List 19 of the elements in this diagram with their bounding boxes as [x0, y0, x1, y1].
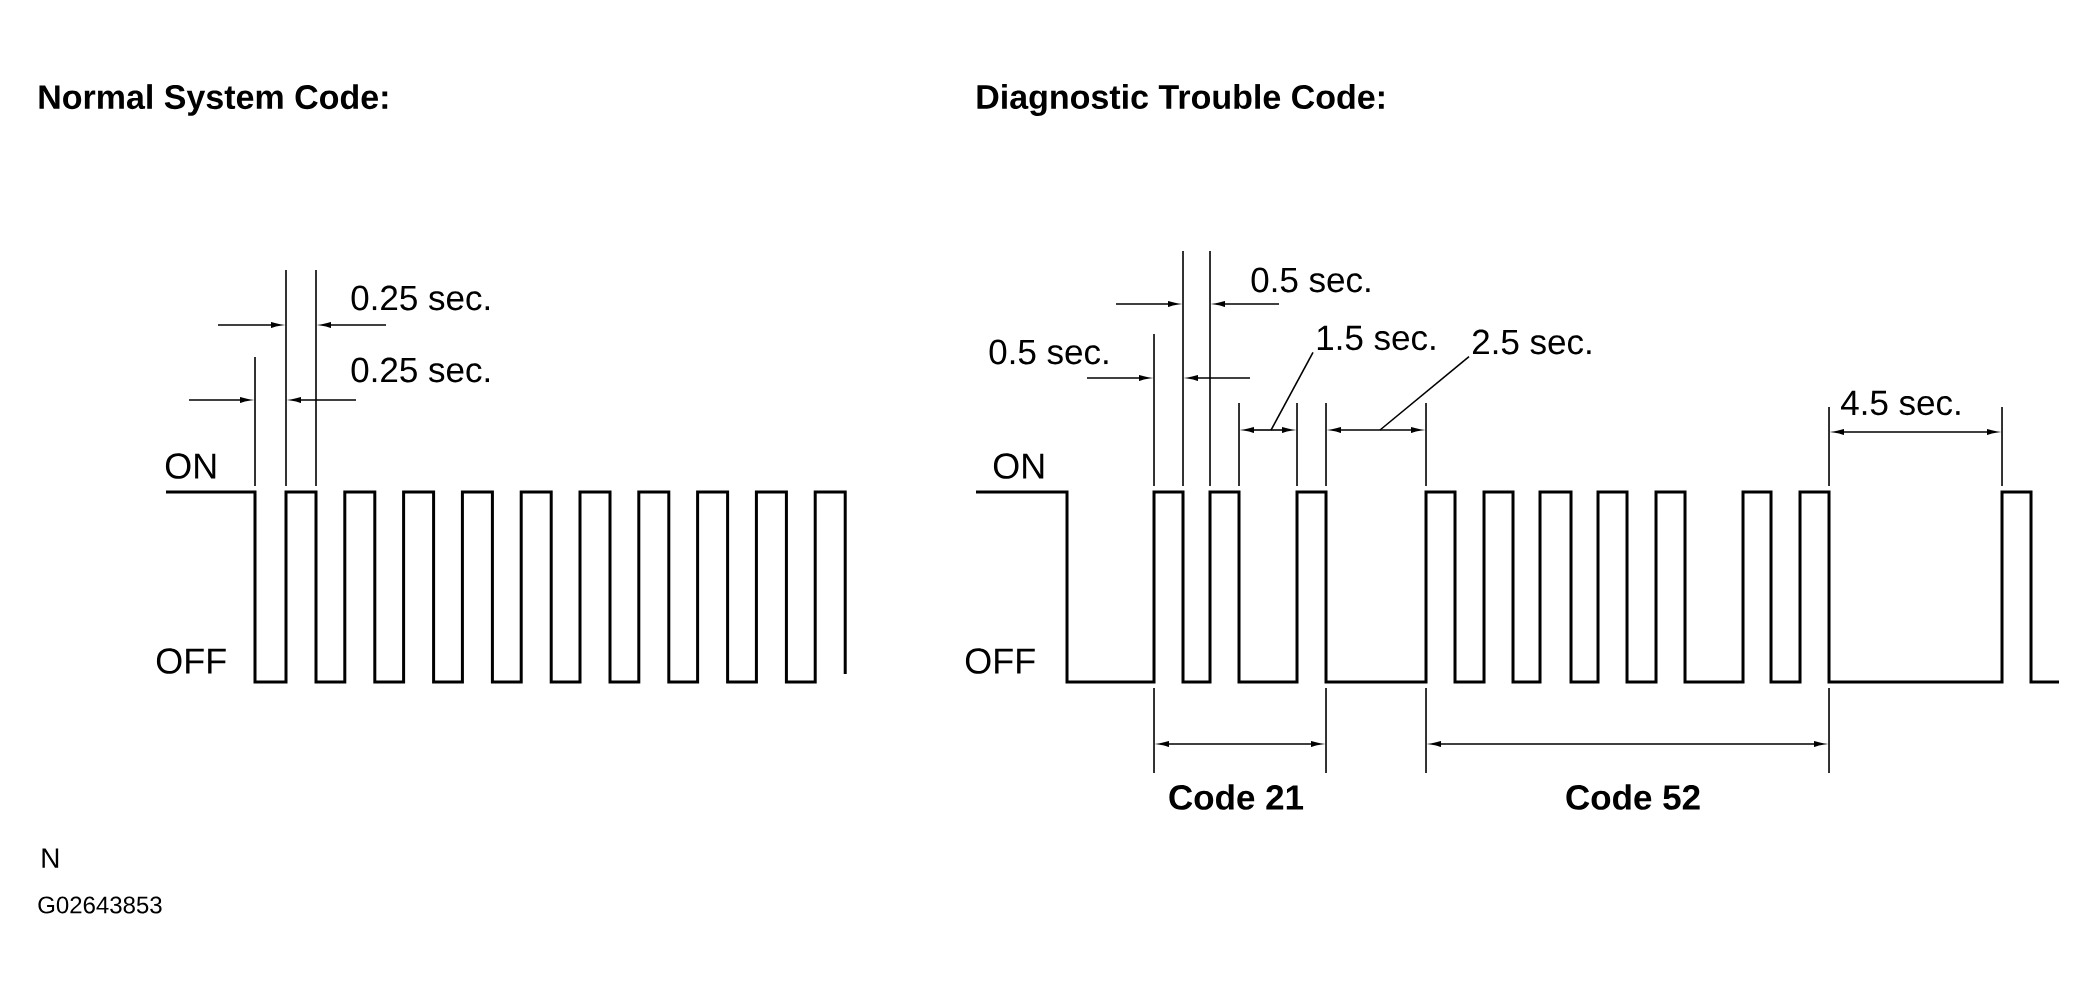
level-label: OFF — [156, 648, 226, 674]
code-label: Code 21 — [1169, 784, 1304, 810]
dimension-label: 0.5 sec. — [1251, 267, 1370, 293]
figure-number: G02643853 — [38, 896, 162, 914]
code-label: Code 52 — [1566, 784, 1700, 810]
dimension-label: 4.5 sec. — [1841, 390, 1960, 416]
leader-line — [1379, 355, 1470, 431]
dimension-label: 2.5 sec. — [1472, 329, 1591, 355]
heading: Normal System Code: — [39, 84, 388, 116]
level-label: ON — [165, 453, 216, 479]
level-label: ON — [993, 453, 1044, 479]
dimension-label: 0.25 sec. — [351, 285, 489, 311]
note-label: N — [42, 848, 59, 868]
dimension-label: 0.5 sec. — [989, 339, 1108, 365]
dimension-label: 0.25 sec. — [351, 357, 489, 383]
heading: Diagnostic Trouble Code: — [977, 84, 1384, 116]
leader-line — [1270, 351, 1314, 431]
level-label: OFF — [965, 648, 1035, 674]
dimension-label: 1.5 sec. — [1317, 325, 1435, 351]
